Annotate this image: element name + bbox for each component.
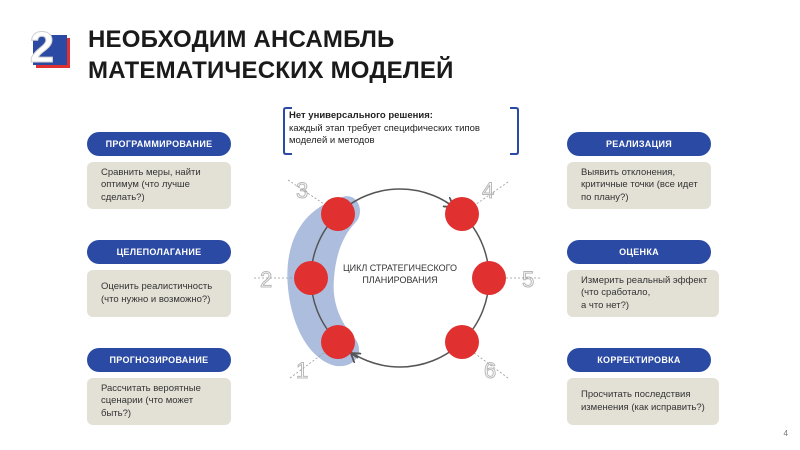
stage-forecasting-text: Рассчитать вероятные сценарии (что может… <box>101 382 201 419</box>
cycle-node-4 <box>445 197 479 231</box>
stage-evaluation-label: ОЦЕНКА <box>567 240 711 264</box>
title-line-2: МАТЕМАТИЧЕСКИХ МОДЕЛЕЙ <box>88 57 454 84</box>
stage-implementation-label: РЕАЛИЗАЦИЯ <box>567 132 711 156</box>
title-line-1: НЕОБХОДИМ АНСАМБЛЬ <box>88 26 395 53</box>
cycle-number-3: 3 <box>296 178 308 203</box>
callout-bracket <box>283 107 519 155</box>
cycle-number-2: 2 <box>260 267 272 292</box>
cycle-number-1: 1 <box>296 358 308 383</box>
page-title: НЕОБХОДИМ АНСАМБЛЬ МАТЕМАТИЧЕСКИХ МОДЕЛЕ… <box>88 24 548 86</box>
stage-programming-box: Сравнить меры, найти оптимум (что лучше … <box>87 162 231 209</box>
cycle-node-5 <box>472 261 506 295</box>
stage-goal-setting-box: Оценить реалистичность (что нужно и возм… <box>87 270 231 317</box>
stage-goal-setting-text: Оценить реалистичность (что нужно и возм… <box>101 281 213 305</box>
cycle-number-4: 4 <box>482 178 494 203</box>
stage-programming-label: ПРОГРАММИРОВАНИЕ <box>87 132 231 156</box>
logo-digit: 2 <box>30 23 54 72</box>
cycle-center-line-1: ЦИКЛ СТРАТЕГИЧЕСКОГО <box>343 263 457 273</box>
cycle-node-6 <box>445 325 479 359</box>
stage-evaluation-box: Измерить реальный эффект (что сработало,… <box>567 270 719 317</box>
stage-correction-label: КОРРЕКТИРОВКА <box>567 348 711 372</box>
cycle-node-2 <box>294 261 328 295</box>
stage-implementation-box: Выявить отклонения, критичные точки (все… <box>567 162 711 209</box>
section-number-logo: 2 <box>29 23 70 72</box>
cycle-number-6: 6 <box>484 358 496 383</box>
page-number: 4 <box>783 429 788 438</box>
planning-cycle-diagram: 3 4 2 5 1 6 ЦИКЛ СТРАТЕГИЧЕСКОГО ПЛАНИРО… <box>254 178 540 384</box>
callout-bold: Нет универсального решения: <box>289 110 433 121</box>
stage-correction-text: Просчитать последствия изменения (как ис… <box>581 389 705 413</box>
cycle-center-line-2: ПЛАНИРОВАНИЯ <box>362 275 437 285</box>
cycle-number-5: 5 <box>522 267 534 292</box>
callout-body: каждый этап требует специфических типов … <box>289 122 480 147</box>
stage-forecasting-label: ПРОГНОЗИРОВАНИЕ <box>87 348 231 372</box>
cycle-node-3 <box>321 197 355 231</box>
stage-evaluation-text: Измерить реальный эффект (что сработало,… <box>581 274 708 311</box>
stage-programming-text: Сравнить меры, найти оптимум (что лучше … <box>101 166 201 203</box>
cycle-node-1 <box>321 325 355 359</box>
callout-text: Нет универсального решения: каждый этап … <box>289 110 514 148</box>
stage-implementation-text: Выявить отклонения, критичные точки (все… <box>581 166 698 203</box>
stage-goal-setting-label: ЦЕЛЕПОЛАГАНИЕ <box>87 240 231 264</box>
stage-forecasting-box: Рассчитать вероятные сценарии (что может… <box>87 378 231 425</box>
stage-correction-box: Просчитать последствия изменения (как ис… <box>567 378 719 425</box>
